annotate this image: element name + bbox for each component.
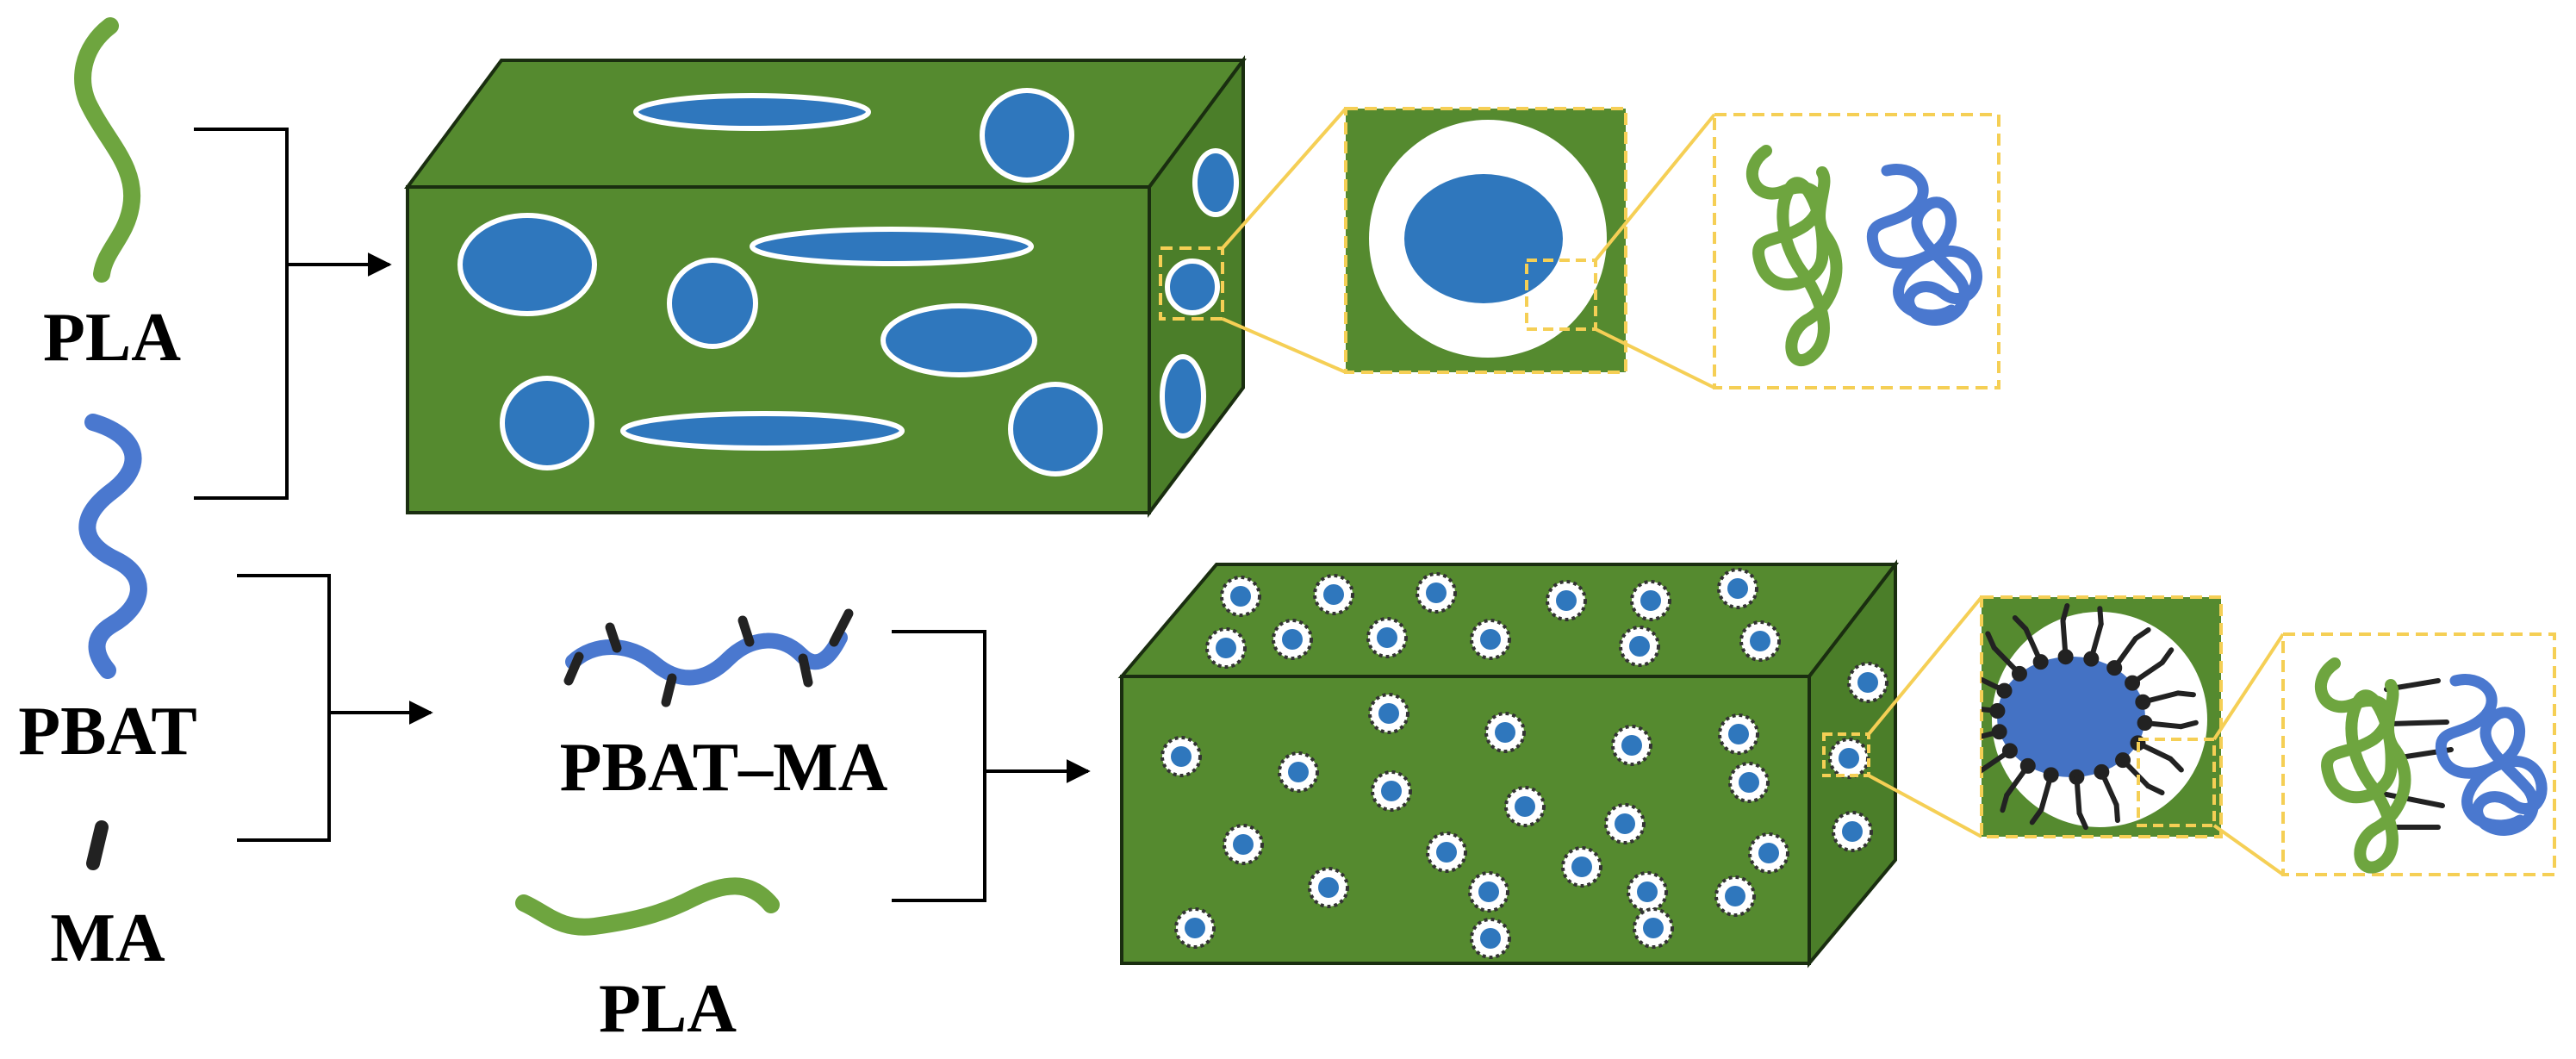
- ma-branch: [1957, 674, 1972, 676]
- ma-branch: [2132, 626, 2151, 642]
- raw-materials: PLA PBAT MA: [18, 17, 197, 976]
- bottom-left-bracket: [237, 574, 433, 842]
- pbat-droplet-core: [1185, 918, 1205, 938]
- pbat-droplet-core: [1842, 821, 1863, 842]
- ma-branch: [2113, 802, 2120, 824]
- immiscible-blend-block: [404, 54, 1247, 518]
- ma-branch: [2076, 810, 2088, 831]
- ma-branch: [2178, 719, 2199, 730]
- ma-branch: [2012, 615, 2029, 632]
- pbat-coil-icon-bottom: [2435, 674, 2548, 836]
- compatibilized-blend-block: [1117, 559, 1900, 969]
- ma-anchor: [2083, 651, 2100, 667]
- ma-anchor: [2115, 752, 2131, 769]
- ma-branch: [2000, 792, 2010, 813]
- pbat-chain-icon: [78, 414, 147, 679]
- pbat-domains-small: [1160, 568, 1888, 959]
- ma-branch: [2145, 783, 2165, 795]
- pla-coil-icon-bottom: [2314, 657, 2411, 874]
- pbat-domains-large: [457, 88, 1239, 477]
- pla-chain-bottom: PLA: [515, 877, 780, 1047]
- pbat-droplet-core: [1750, 631, 1770, 651]
- pbat-droplet-core: [1643, 918, 1664, 938]
- pbat-droplet-core: [1839, 748, 1859, 769]
- pbat-droplet-core: [1615, 813, 1635, 834]
- pbat-droplet-core: [1857, 672, 1878, 693]
- pbat-label: PBAT: [18, 694, 196, 769]
- pbat-droplet-core: [1426, 582, 1447, 603]
- pla-label-top: PLA: [43, 300, 181, 376]
- pbat-ma-chain: PBAT–MA: [560, 608, 888, 806]
- pbat-droplet-core: [1282, 629, 1303, 650]
- pbat-droplet-core: [1725, 886, 1745, 906]
- pla-coil-icon: [1745, 145, 1843, 366]
- top-zoom-chains: [1594, 113, 2000, 389]
- pbat-droplet-core: [1515, 796, 1535, 817]
- ma-anchor: [2135, 694, 2151, 710]
- pbat-droplet-core: [1571, 857, 1592, 877]
- ma-label: MA: [50, 900, 165, 976]
- pbat-droplet-core: [1233, 834, 1254, 855]
- pbat-droplet-core: [1739, 772, 1759, 793]
- bottom-zoom-chains: [2212, 632, 2556, 876]
- bottom-right-bracket: [892, 630, 1091, 902]
- ma-anchor: [2001, 743, 2018, 759]
- ma-branch: [1947, 701, 1961, 707]
- ma-molecule-icon: [86, 820, 109, 870]
- pbat-droplet-core: [1629, 636, 1650, 657]
- ma-anchor: [2032, 654, 2049, 670]
- ma-branch: [2168, 756, 2184, 773]
- pbat-droplet-core: [1480, 629, 1501, 650]
- ma-branch: [1951, 741, 1964, 750]
- pbat-droplet-core: [1378, 703, 1399, 724]
- pbat-droplet-core: [1436, 842, 1457, 863]
- pbat-ma-label: PBAT–MA: [560, 730, 888, 806]
- top-bracket: [194, 128, 392, 500]
- pbat-droplet-core: [1640, 590, 1661, 611]
- ma-anchor: [2069, 769, 2085, 785]
- ma-branch: [2029, 807, 2044, 825]
- pbat-droplet-core: [1556, 590, 1577, 611]
- ma-anchor: [2011, 665, 2027, 682]
- pbat-droplet-core: [1171, 746, 1192, 767]
- ma-anchor: [2125, 675, 2141, 691]
- ma-anchor: [2137, 714, 2153, 731]
- ma-anchor: [2043, 767, 2059, 783]
- pbat-droplet-core: [1621, 735, 1642, 756]
- pla-chain-icon-bottom: [515, 877, 780, 936]
- pbat-droplet-core: [1727, 578, 1748, 599]
- top-zoom-interface: [1159, 107, 1627, 374]
- ma-branch: [2175, 690, 2196, 698]
- pbat-droplet-core: [1288, 762, 1309, 782]
- ma-branch: [1982, 769, 1983, 774]
- bottom-zoom-interface: [1822, 595, 2223, 838]
- ma-anchor: [2106, 660, 2123, 676]
- pbat-droplet-core: [1637, 881, 1658, 902]
- pbat-droplet-core: [1323, 584, 1344, 605]
- pla-label-bottom: PLA: [599, 971, 737, 1047]
- pbat-droplet-core: [1216, 638, 1236, 658]
- pbat-droplet-core: [1230, 586, 1251, 607]
- pbat-droplet-core: [1758, 843, 1779, 863]
- pbat-droplet-core: [1480, 928, 1501, 949]
- ma-anchor: [2057, 649, 2074, 665]
- pla-chain-icon: [74, 17, 141, 283]
- pbat-droplet-core: [1381, 781, 1402, 801]
- pbat-droplet-core: [1318, 877, 1339, 898]
- ma-anchor: [1989, 703, 2006, 719]
- pbat-droplet-core: [1728, 724, 1749, 744]
- ma-anchor: [1991, 724, 2007, 740]
- pbat-coil-icon: [1866, 164, 1982, 326]
- ma-anchor: [2094, 763, 2110, 780]
- ma-anchor: [2019, 757, 2036, 774]
- pbat-droplet-core: [1495, 722, 1515, 743]
- ma-branch: [2159, 647, 2175, 665]
- ma-branch: [2060, 602, 2070, 624]
- pbat-droplet-core: [1478, 881, 1499, 902]
- pbat-droplet-core: [1377, 627, 1397, 648]
- ma-branch: [1985, 631, 1997, 651]
- ma-anchor: [1996, 682, 2013, 699]
